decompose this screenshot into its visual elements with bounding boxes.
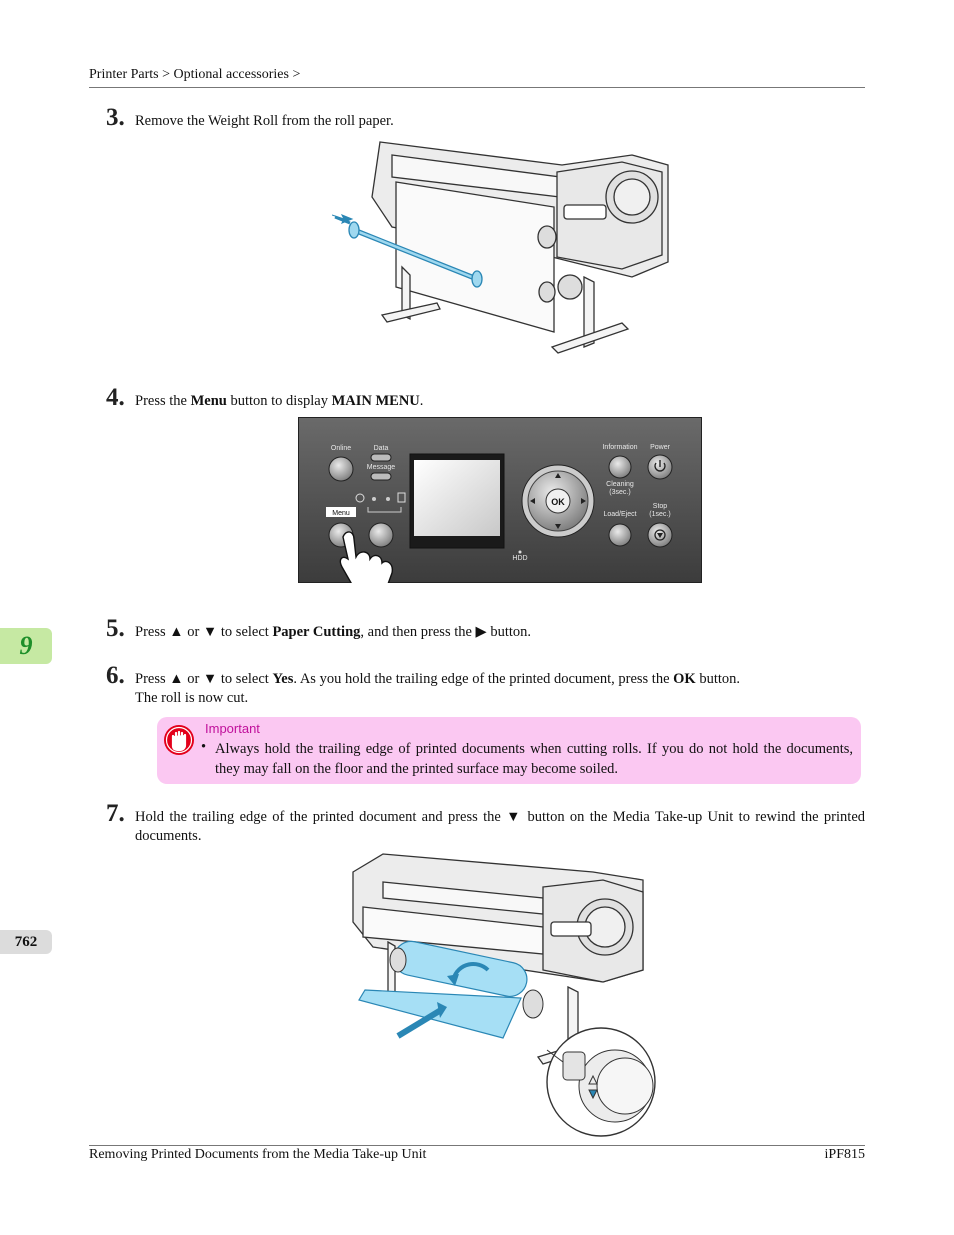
step-5-text: Press ▲ or ▼ to select Paper Cutting, an…: [135, 623, 531, 642]
step-6-bold-ok: OK: [673, 671, 696, 687]
page-number: 762: [14, 934, 38, 950]
back-button[interactable]: [368, 522, 394, 548]
ok-label: OK: [551, 497, 565, 507]
important-bullet: •: [201, 739, 207, 755]
step-6-line2: The roll is now cut.: [135, 690, 249, 706]
step-4-number: 4.: [106, 384, 125, 411]
cleaning-label: Cleaning: [606, 481, 634, 488]
important-title: Important: [205, 721, 260, 736]
step-5-pre: Press ▲ or ▼ to select: [135, 624, 273, 640]
step-6-pre: Press ▲ or ▼ to select: [135, 671, 273, 687]
step-4-pre: Press the: [135, 393, 191, 409]
step-4-mid: button to display: [226, 393, 332, 409]
step-6-number: 6.: [106, 662, 125, 689]
footer-title: Removing Printed Documents from the Medi…: [89, 1147, 427, 1162]
cleaning-sub-label: (3sec.): [609, 489, 630, 496]
load-eject-button[interactable]: [608, 523, 632, 547]
online-button[interactable]: [328, 456, 354, 482]
step-5-number: 5.: [106, 615, 125, 642]
breadcrumb: Printer Parts > Optional accessories >: [89, 67, 301, 82]
step-6-text: Press ▲ or ▼ to select Yes. As you hold …: [135, 670, 740, 708]
step-7-number: 7.: [106, 800, 125, 827]
chapter-tab[interactable]: 9: [0, 628, 52, 664]
information-button[interactable]: [608, 455, 632, 479]
information-label: Information: [602, 444, 637, 451]
page-number-tab: 762: [0, 930, 52, 954]
printer-weight-roll-illustration: [332, 141, 669, 354]
step-4-post: .: [419, 393, 424, 409]
step-6-mid: . As you hold the trailing edge of the p…: [293, 671, 674, 687]
power-label: Power: [650, 444, 671, 451]
header-divider: [89, 87, 865, 88]
footer-model: iPF815: [824, 1147, 865, 1162]
step-3-number: 3.: [106, 104, 125, 131]
data-label: Data: [374, 445, 389, 452]
step-4-text: Press the Menu button to display MAIN ME…: [135, 392, 423, 411]
footer-divider: [89, 1145, 865, 1146]
step-6-bold-yes: Yes: [272, 671, 294, 687]
message-label: Message: [367, 464, 396, 471]
stop-sub-label: (1sec.): [649, 511, 670, 518]
control-panel-illustration: Online Data Message Information Power Cl…: [298, 417, 702, 583]
stop-label: Stop: [653, 503, 668, 510]
important-hand-icon: [164, 725, 194, 755]
important-text: Always hold the trailing edge of printed…: [215, 741, 853, 777]
step-3-text: Remove the Weight Roll from the roll pap…: [135, 113, 394, 129]
ok-button[interactable]: [545, 488, 571, 514]
hdd-label: HDD: [512, 555, 527, 562]
step-6-post: button.: [695, 671, 741, 687]
online-label: Online: [331, 445, 351, 452]
important-box: [157, 717, 861, 784]
chapter-number: 9: [19, 631, 33, 660]
step-7-text: Hold the trailing edge of the printed do…: [135, 809, 865, 844]
step-5-bold-paper-cutting: Paper Cutting: [272, 624, 361, 640]
step-4-bold-main-menu: MAIN MENU: [331, 393, 420, 409]
load-eject-label: Load/Eject: [603, 511, 636, 518]
step-5-post: , and then press the ▶ button.: [360, 624, 532, 640]
step-4-bold-menu: Menu: [190, 393, 227, 409]
menu-label: Menu: [332, 510, 350, 517]
printer-takeup-illustration: [352, 853, 656, 1137]
